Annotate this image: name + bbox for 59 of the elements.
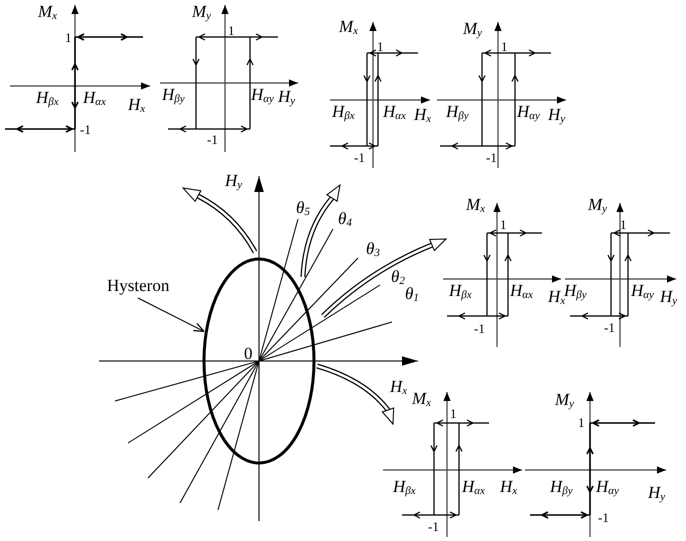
axis-label: H$_{y}$	[660, 288, 678, 309]
tick-label: 1	[377, 38, 384, 56]
axis-label: M$_{y}$	[588, 196, 608, 217]
field-label: H$_{βx}$	[449, 282, 472, 303]
axis-label: H$_{x}$	[414, 106, 432, 127]
angle-label: θ$_{4}$	[338, 210, 352, 231]
callout-text: Hysteron	[107, 277, 170, 295]
field-label: H$_{αx}$	[510, 282, 533, 303]
tick-label: 1	[500, 216, 506, 234]
field-label: H$_{βx}$	[36, 89, 59, 110]
angle-label: θ$_{3}$	[366, 240, 380, 261]
angle-label: θ$_{1}$	[405, 285, 419, 306]
axis-label: H$_{x}$	[390, 378, 408, 399]
tick-label: -1	[80, 121, 91, 139]
field-label: H$_{βy}$	[550, 478, 573, 499]
leader-arrow	[138, 298, 205, 332]
tick-label: -1	[598, 509, 609, 527]
tick-label: -1	[354, 149, 365, 167]
axis-label: M$_{x}$	[466, 196, 486, 217]
field-label: H$_{αy}$	[251, 86, 274, 107]
field-label: H$_{βx}$	[332, 103, 355, 124]
field-label: H$_{αx}$	[83, 89, 106, 110]
tick-label: 1	[620, 216, 626, 234]
tick-label: -1	[604, 319, 615, 337]
axis-label: M$_{y}$	[192, 3, 212, 24]
axis-label: H$_{y}$	[278, 88, 296, 109]
ellipse-outline	[202, 258, 316, 464]
axis-label: M$_{x}$	[412, 390, 432, 411]
tick-label: -1	[207, 131, 218, 149]
axis-label: H$_{y}$	[225, 172, 242, 193]
axis-label: M$_{x}$	[339, 18, 358, 39]
angle-label: θ$_{5}$	[296, 199, 310, 220]
axis-label: H$_{x}$	[500, 478, 518, 499]
tick-label: 1	[450, 405, 456, 423]
field-label: H$_{αy}$	[517, 103, 540, 124]
field-label: H$_{αy}$	[596, 478, 619, 499]
field-label: H$_{βy}$	[446, 103, 469, 124]
tick-label: 1	[501, 38, 508, 56]
axis-label: H$_{x}$	[128, 96, 146, 117]
axis-label: H$_{y}$	[548, 106, 566, 127]
tick-label: -1	[486, 149, 497, 167]
origin-label: 0	[244, 345, 252, 363]
tick-label: -1	[428, 518, 439, 536]
field-label: H$_{αx}$	[383, 103, 406, 124]
field-label: H$_{βx}$	[393, 478, 416, 499]
axis-label: H$_{y}$	[648, 484, 666, 505]
field-label: H$_{βy}$	[162, 86, 185, 107]
tick-label: 1	[65, 29, 72, 47]
tick-label: 1	[228, 22, 234, 40]
angle-label: θ$_{2}$	[391, 268, 405, 289]
tick-label: 1	[578, 414, 584, 432]
axis-label: M$_{x}$	[38, 3, 58, 24]
field-label: H$_{αx}$	[462, 478, 485, 499]
field-label: H$_{αy}$	[631, 282, 654, 303]
axis-label: M$_{y}$	[555, 391, 574, 412]
field-label: H$_{βy}$	[564, 282, 587, 301]
axis-label: M$_{y}$	[463, 20, 482, 41]
axis-label: H$_{x}$	[548, 288, 566, 309]
tick-label: -1	[474, 320, 485, 338]
